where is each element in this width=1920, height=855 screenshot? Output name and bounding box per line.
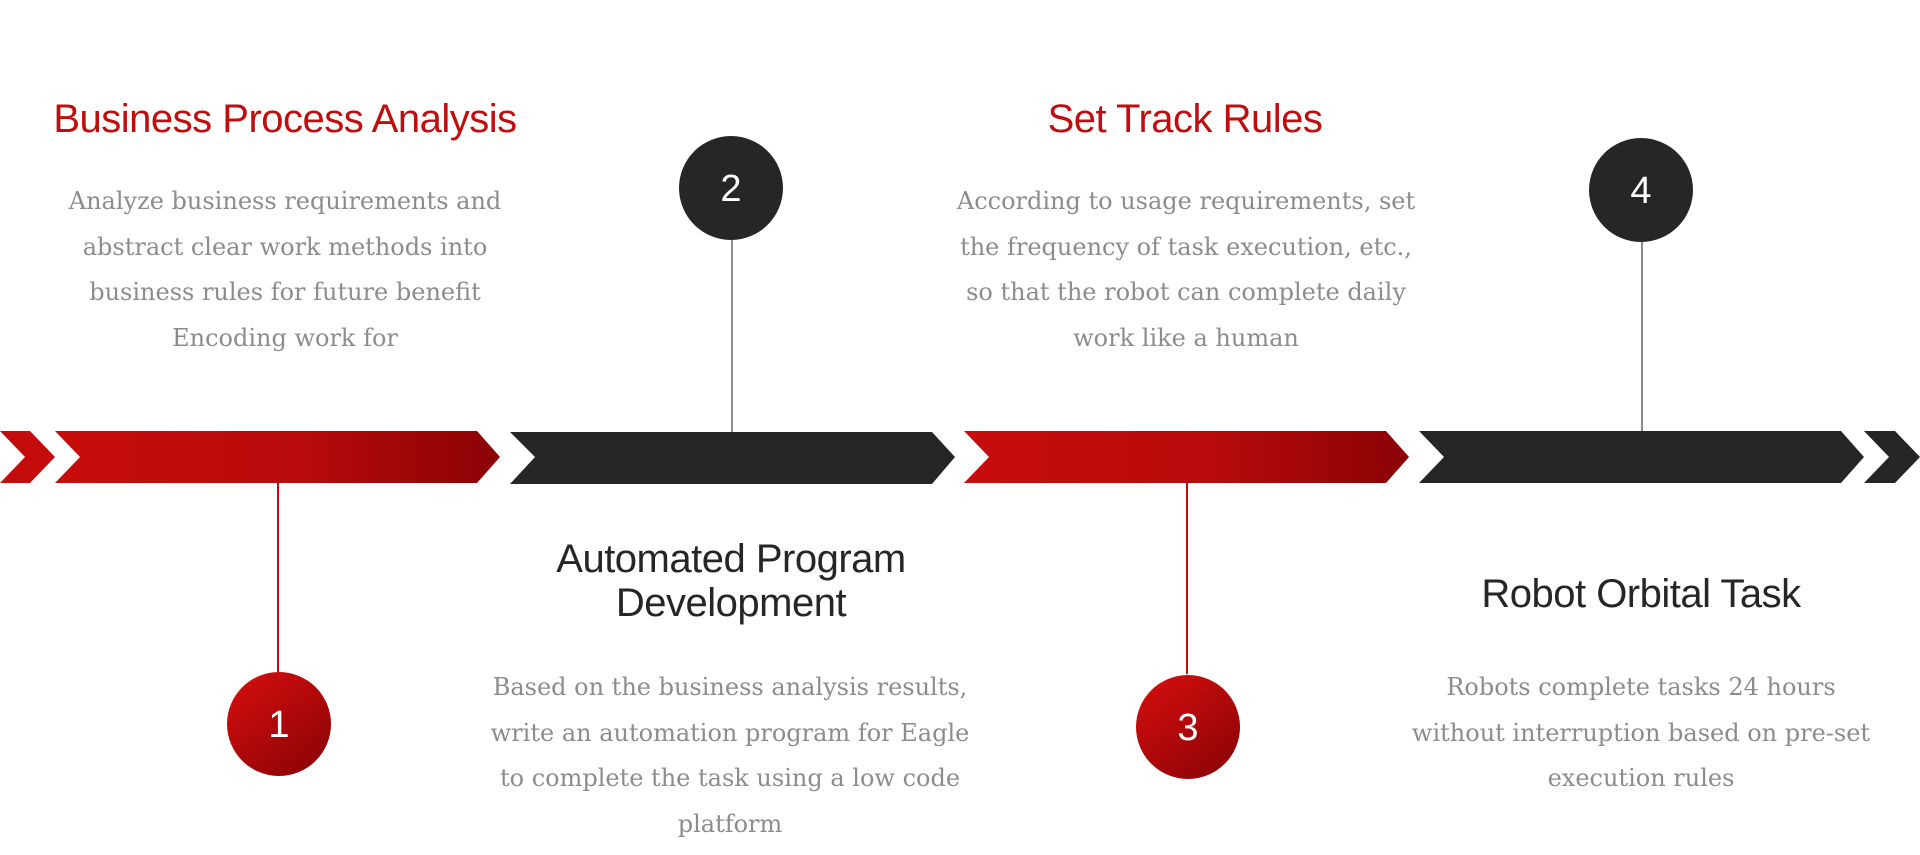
step-3-description: According to usage requirements, set the… [956, 187, 1416, 352]
step-2-number: 2 [720, 168, 741, 210]
step-3-title: Set Track Rules [1047, 97, 1323, 141]
step-3-marker: 3 [1136, 675, 1240, 779]
step-1-number: 1 [268, 704, 289, 746]
step-3-number: 3 [1177, 707, 1198, 749]
step-4-arrow [1419, 431, 1864, 483]
step-2-title: Automated Program Development [556, 537, 906, 625]
trail-chevron [1864, 431, 1920, 483]
step-1-description: Analyze business requirements and abstra… [68, 187, 502, 352]
step-1-marker: 1 [227, 672, 331, 776]
step-3-arrow [964, 431, 1409, 483]
step-4-marker: 4 [1589, 138, 1693, 242]
step-2-arrow [510, 432, 955, 484]
step-2-marker: 2 [679, 136, 783, 240]
step-4-description: Robots complete tasks 24 hours without i… [1411, 673, 1871, 792]
step-1-arrow [55, 431, 500, 483]
lead-chevron [0, 431, 55, 483]
step-1-title: Business Process Analysis [53, 97, 517, 141]
step-4-number: 4 [1630, 170, 1651, 212]
step-4-title: Robot Orbital Task [1481, 572, 1801, 616]
step-2-description: Based on the business analysis results, … [490, 673, 970, 838]
